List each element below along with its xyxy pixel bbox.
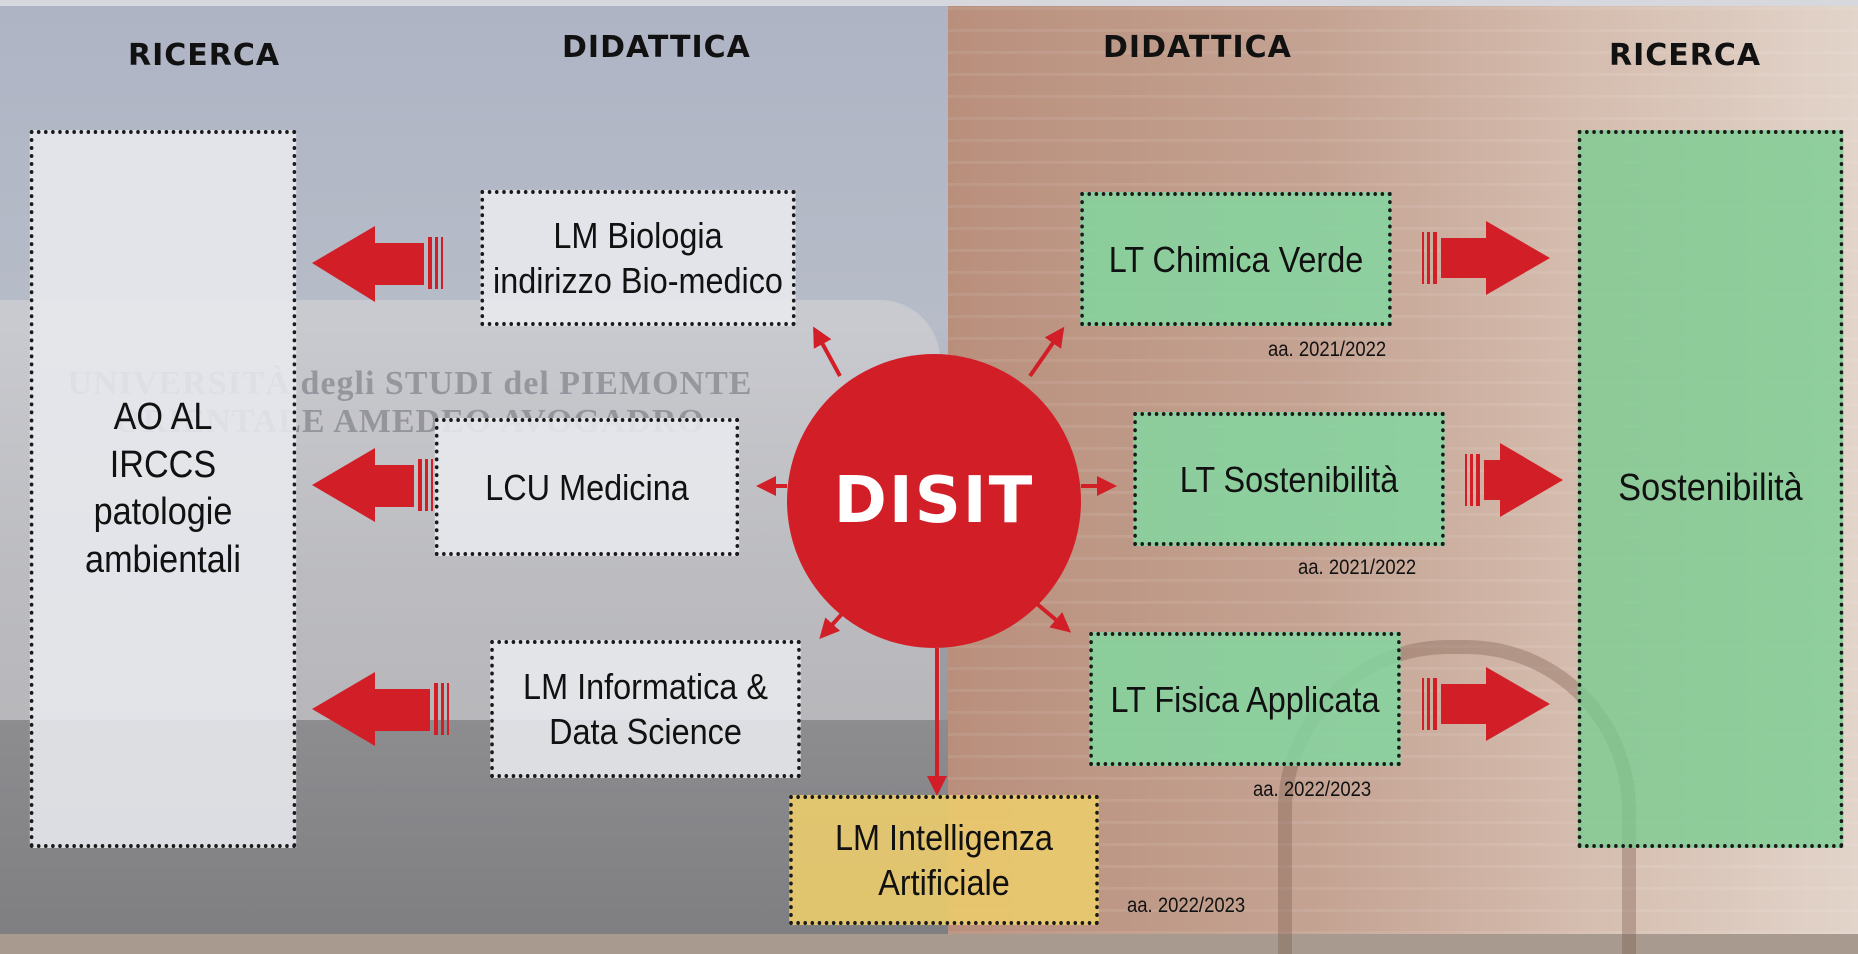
course-line: LM Intelligenza bbox=[835, 817, 1053, 858]
big-arrow-right-2 bbox=[1465, 443, 1563, 517]
course-box-lm-biologia: LM Biologia indirizzo Bio-medico bbox=[480, 190, 796, 326]
big-arrow-right-1 bbox=[1422, 221, 1550, 295]
course-line: LCU Medicina bbox=[485, 466, 689, 508]
course-box-lt-chimica-verde: LT Chimica Verde bbox=[1080, 192, 1392, 326]
connector-arrow-chimica bbox=[1028, 326, 1065, 378]
disit-label: DISIT bbox=[833, 464, 1035, 538]
research-box-ao-al: AO AL IRCCS patologie ambientali bbox=[29, 130, 297, 848]
arrows-layer bbox=[312, 221, 1563, 796]
top-strip bbox=[0, 0, 1858, 6]
connector-arrow-biologia bbox=[813, 326, 842, 377]
research-line: AO AL bbox=[113, 396, 213, 438]
big-arrow-right-3 bbox=[1422, 667, 1550, 741]
course-line: LT Sostenibilità bbox=[1179, 458, 1399, 500]
research-line: Sostenibilità bbox=[1618, 467, 1803, 510]
course-box-lcu-medicina: LCU Medicina bbox=[434, 418, 740, 556]
heading-right-didattica: DIDATTICA bbox=[1103, 30, 1292, 65]
course-line: Data Science bbox=[549, 711, 742, 752]
year-label-chimica-verde: aa. 2021/2022 bbox=[1268, 338, 1387, 361]
course-line: LT Fisica Applicata bbox=[1110, 678, 1380, 720]
year-label-sostenibilita: aa. 2021/2022 bbox=[1298, 556, 1417, 579]
heading-left-ricerca: RICERCA bbox=[128, 38, 281, 73]
research-line: ambientali bbox=[85, 538, 241, 581]
year-label-lm-ia: aa. 2022/2023 bbox=[1127, 894, 1246, 917]
course-box-lm-intelligenza-artificiale: LM Intelligenza Artificiale bbox=[789, 795, 1099, 925]
research-box-sostenibilita: Sostenibilità bbox=[1577, 130, 1844, 848]
disit-circle: DISIT bbox=[787, 354, 1081, 648]
course-line: LM Biologia bbox=[553, 215, 723, 256]
year-label-fisica-applicata: aa. 2022/2023 bbox=[1253, 778, 1372, 801]
research-line: IRCCS bbox=[109, 443, 217, 486]
course-box-lm-informatica: LM Informatica & Data Science bbox=[490, 640, 801, 778]
course-line: indirizzo Bio-medico bbox=[493, 260, 783, 301]
heading-left-didattica: DIDATTICA bbox=[562, 30, 751, 65]
course-box-lt-fisica-applicata: LT Fisica Applicata bbox=[1089, 632, 1401, 766]
heading-right-ricerca: RICERCA bbox=[1609, 38, 1762, 73]
research-line: patologie bbox=[93, 491, 233, 533]
course-line: LM Informatica & bbox=[523, 666, 768, 707]
big-arrow-left-3 bbox=[312, 672, 449, 746]
course-line: Artificiale bbox=[878, 862, 1010, 903]
big-arrow-left-1 bbox=[312, 226, 443, 302]
course-line: LT Chimica Verde bbox=[1108, 238, 1364, 280]
big-arrow-left-2 bbox=[312, 448, 433, 522]
course-box-lt-sostenibilita: LT Sostenibilità bbox=[1133, 412, 1445, 546]
